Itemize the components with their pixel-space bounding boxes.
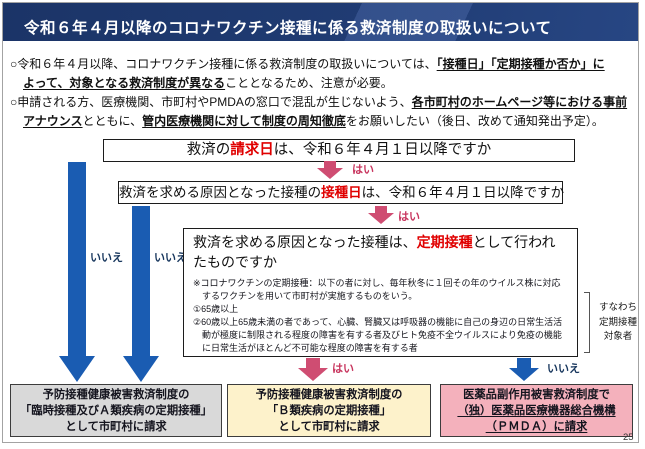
yes-arrow-icon xyxy=(368,206,394,224)
question-text: は、令和６年４月１日以降ですか xyxy=(273,142,492,158)
intro-text-segment: ○令和６年４月以降、コロナワクチン接種に係る救済制度の取扱いについては、 xyxy=(10,57,437,71)
question-text: 救済の xyxy=(186,142,231,158)
intro-emphasis: 管内医療機関に対して制度の周知徹底 xyxy=(142,114,346,128)
question-text: として行われたものですか xyxy=(193,234,556,270)
title-banner: 令和６年４月以降のコロナワクチン接種に係る救済制度の取扱いについて xyxy=(3,3,638,41)
no-arrow-icon xyxy=(59,162,95,382)
intro-bullet-2-line-1: ○申請される方、医療機関、市町村やPMDAの窓口で混乱が生じないよう、各市町村の… xyxy=(10,93,638,112)
side-note-line: 対象者 xyxy=(603,331,633,342)
intro-bullet-1-line-1: ○令和６年４月以降、コロナワクチン接種に係る救済制度の取扱いについては、「接種日… xyxy=(10,55,638,74)
yes-label: はい xyxy=(352,164,374,176)
outcome-line: 「臨時接種及びＡ類疾病の定期接種」 xyxy=(19,405,213,417)
outcome-box-rinji-a-class: 予防接種健康被害救済制度の 「臨時接種及びＡ類疾病の定期接種」 として市町村に請… xyxy=(10,384,222,437)
no-label: いいえ xyxy=(90,252,123,264)
intro-text-segment: をお願いしたい（後日、改めて通知発出予定）。 xyxy=(345,114,604,128)
question-keyword: 接種日 xyxy=(321,185,362,200)
yes-label: はい xyxy=(332,363,354,375)
definition-item-1: ①65歳以上 xyxy=(193,304,239,314)
yes-label: はい xyxy=(398,211,420,223)
question-box-routine-vaccination: 救済を求める原因となった接種は、定期接種として行われたものですか ※コロナワクチ… xyxy=(183,228,578,357)
outcome-line: として市町村に請求 xyxy=(65,421,167,433)
page-number: 25 xyxy=(623,432,634,443)
side-note-bracket xyxy=(584,292,590,353)
intro-emphasis: よって、対象となる救済制度が異なる xyxy=(23,76,226,90)
question-text-main: 救済を求める原因となった接種は、定期接種として行われたものですか xyxy=(193,232,569,272)
no-label: いいえ xyxy=(547,363,580,375)
definition-note: ※コロナワクチンの定期接種：以下の者に対し、毎年秋冬に１回その年のウイルス株に対… xyxy=(193,278,561,301)
no-label: いいえ xyxy=(154,252,187,264)
intro-text: ○令和６年４月以降、コロナワクチン接種に係る救済制度の取扱いについては、「接種日… xyxy=(10,55,638,131)
question-text: は、令和６年４月１日以降ですか xyxy=(361,185,565,200)
intro-bullet-1-line-2: よって、対象となる救済制度が異なることとなるため、注意が必要。 xyxy=(10,74,638,93)
question-text: 救済を求める原因となった接種は、 xyxy=(193,234,417,250)
routine-vaccination-definition: ※コロナワクチンの定期接種：以下の者に対し、毎年秋冬に１回その年のウイルス株に対… xyxy=(193,277,569,355)
side-note-line: すなわち xyxy=(598,302,637,313)
outcome-line: 予防接種健康被害救済制度の xyxy=(255,389,403,401)
question-box-vaccination-date: 救済を求める原因となった接種の接種日は、令和６年４月１日以降ですか xyxy=(118,181,565,204)
definition-item-2: ②60歳以上65歳未満の者であって、心臓、腎臓又は呼吸器の機能に自己の身辺の日常… xyxy=(193,317,563,353)
outcome-line: 医薬品副作用被害救済制度で xyxy=(463,389,610,401)
intro-text-segment: ○申請される方、医療機関、市町村やPMDAの窓口で混乱が生じないよう、 xyxy=(10,95,412,109)
side-note: すなわち 定期接種 対象者 xyxy=(593,301,643,345)
no-arrow-icon xyxy=(509,358,539,381)
question-box-claim-date: 救済の請求日は、令和６年４月１日以降ですか xyxy=(103,139,575,162)
outcome-box-pmda: 医薬品副作用被害救済制度で （独）医薬品医療機器総合機構 （ＰＭＤＡ）に請求 xyxy=(440,384,633,437)
side-note-line: 定期接種 xyxy=(598,316,637,328)
intro-text-segment: とともに、 xyxy=(82,114,143,128)
intro-emphasis: 各市町村のホームページ等における事前 xyxy=(411,95,628,109)
outcome-line: 「Ｂ類疾病の定期接種」 xyxy=(266,405,392,417)
yes-arrow-icon xyxy=(317,161,343,179)
intro-emphasis: 「接種日」「定期接種か否か」に xyxy=(436,57,605,71)
no-arrow-icon xyxy=(123,206,159,382)
outcome-line: （ＰＭＤＡ）に請求 xyxy=(485,421,588,433)
outcome-box-b-class: 予防接種健康被害救済制度の 「Ｂ類疾病の定期接種」 として市町村に請求 xyxy=(227,384,431,437)
question-text: 救済を求める原因となった接種の xyxy=(119,185,322,200)
intro-text-segment: こととなるため、注意が必要。 xyxy=(225,76,393,90)
outcome-line: として市町村に請求 xyxy=(278,421,380,433)
outcome-line: （独）医薬品医療機器総合機構 xyxy=(457,405,616,417)
question-keyword: 請求日 xyxy=(230,142,274,158)
intro-bullet-2-line-2: アナウンスとともに、管内医療機関に対して制度の周知徹底をお願いしたい（後日、改め… xyxy=(10,112,638,131)
question-keyword: 定期接種 xyxy=(416,234,473,250)
intro-emphasis: アナウンス xyxy=(23,114,83,128)
page-title: 令和６年４月以降のコロナワクチン接種に係る救済制度の取扱いについて xyxy=(24,19,552,37)
yes-arrow-icon xyxy=(298,358,328,381)
outcome-line: 予防接種健康被害救済制度の xyxy=(42,389,190,401)
